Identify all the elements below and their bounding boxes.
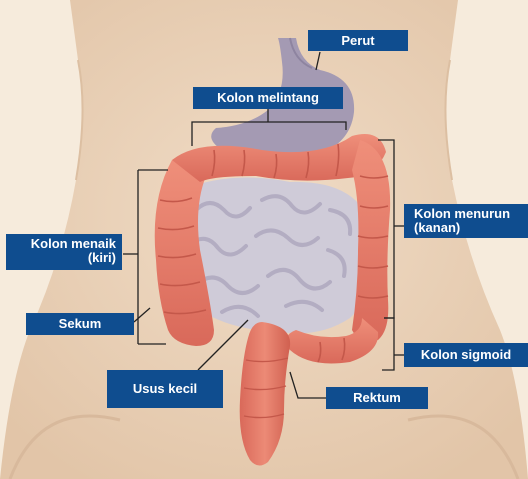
label-kolon-menurun: Kolon menurun (kanan) <box>404 204 528 238</box>
label-usus-kecil: Usus kecil <box>107 370 223 408</box>
label-rektum: Rektum <box>326 387 428 409</box>
label-sekum: Sekum <box>26 313 134 335</box>
label-kolon-menaik-line1: Kolon menaik <box>6 237 116 251</box>
label-kolon-menurun-line2: (kanan) <box>414 221 528 235</box>
label-kolon-melintang: Kolon melintang <box>193 87 343 109</box>
label-kolon-menaik: Kolon menaik (kiri) <box>6 234 122 270</box>
label-perut: Perut <box>308 30 408 51</box>
label-kolon-menurun-line1: Kolon menurun <box>414 207 528 221</box>
label-kolon-sigmoid: Kolon sigmoid <box>404 343 528 367</box>
label-kolon-menaik-line2: (kiri) <box>6 251 116 265</box>
